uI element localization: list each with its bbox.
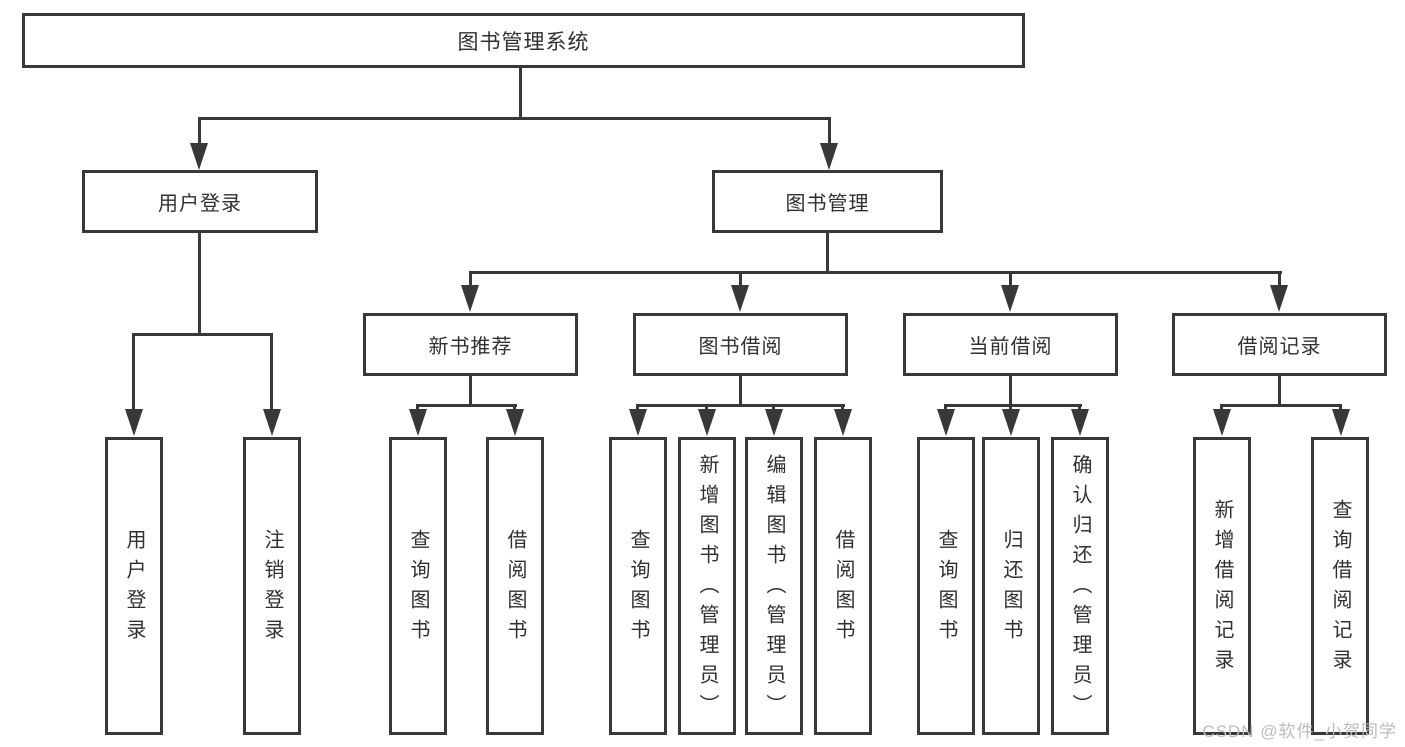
csdn-watermark: CSDN @软件_小贺同学 (1202, 722, 1397, 741)
node-book-management: 图书管理 (712, 170, 943, 233)
connector-newbook-leaf-branch (416, 404, 517, 407)
leaf-borrowing-add-books-admin: 新增图书（管理员） (678, 437, 736, 735)
arrow-leaf (506, 409, 524, 436)
leaf-user-login: 用户登录 (105, 437, 163, 735)
node-book-borrowing: 图书借阅 (633, 313, 848, 376)
connector-record-down (1278, 376, 1281, 406)
connector-borrowing-leaf-branch (636, 404, 845, 407)
connector-newbook-down (469, 376, 472, 406)
leaf-borrowing-edit-books-admin: 编辑图书（管理员） (745, 437, 803, 735)
node-root-library-system: 图书管理系统 (22, 13, 1025, 68)
connector-level2-branch (198, 117, 831, 120)
leaf-borrowing-borrow-books: 借阅图书 (814, 437, 872, 735)
leaf-newbook-borrow-books: 借阅图书 (486, 437, 544, 735)
connector-current-leaf-branch (944, 404, 1082, 407)
arrow-to-logout-leaf (263, 409, 281, 436)
leaf-newbook-query-books: 查询图书 (389, 437, 447, 735)
arrow-leaf (1071, 409, 1089, 436)
node-user-login: 用户登录 (82, 170, 318, 233)
connector-book-mgmt-stem (828, 119, 831, 147)
arrow-leaf (834, 409, 852, 436)
leaf-logout: 注销登录 (243, 437, 301, 735)
arrow-leaf (1002, 409, 1020, 436)
arrow-to-newbook (461, 285, 479, 312)
leaf-current-return-books: 归还图书 (982, 437, 1040, 735)
connector-user-login-down (198, 233, 201, 335)
connector-current-stem (1009, 273, 1012, 289)
connector-current-down (1009, 376, 1012, 406)
node-new-book-recommend: 新书推荐 (363, 313, 578, 376)
arrow-leaf (698, 409, 716, 436)
arrow-to-current (1001, 285, 1019, 312)
connector-record-stem (1278, 273, 1281, 289)
connector-book-mgmt-down (826, 233, 829, 273)
arrow-leaf (629, 409, 647, 436)
arrow-to-login-leaf (125, 409, 143, 436)
arrow-leaf (765, 409, 783, 436)
connector-user-login-stem (198, 119, 201, 147)
node-borrowing-record: 借阅记录 (1172, 313, 1387, 376)
arrow-leaf (937, 409, 955, 436)
connector-logout-leaf-stem (270, 335, 273, 411)
connector-borrowing-down (739, 376, 742, 406)
arrow-leaf (409, 409, 427, 436)
leaf-record-add-borrow-record: 新增借阅记录 (1193, 437, 1251, 735)
arrow-leaf (1213, 409, 1231, 436)
connector-newbook-stem (469, 273, 472, 289)
leaf-borrowing-query-books: 查询图书 (609, 437, 667, 735)
connector-level3-branch (469, 271, 1282, 274)
arrow-leaf (1332, 409, 1350, 436)
leaf-record-query-borrow-record: 查询借阅记录 (1311, 437, 1369, 735)
connector-user-login-branch (132, 333, 273, 336)
node-current-borrowing: 当前借阅 (903, 313, 1118, 376)
connector-record-leaf-branch (1220, 404, 1342, 407)
connector-borrowing-stem (739, 273, 742, 289)
leaf-current-query-books: 查询图书 (917, 437, 975, 735)
leaf-current-confirm-return-admin: 确认归还（管理员） (1051, 437, 1109, 735)
connector-login-leaf-stem (132, 335, 135, 411)
arrow-to-user-login (190, 143, 208, 170)
connector-root-stub (519, 67, 522, 119)
arrow-to-borrowing (731, 285, 749, 312)
arrow-to-book-mgmt (820, 143, 838, 170)
arrow-to-record (1270, 285, 1288, 312)
